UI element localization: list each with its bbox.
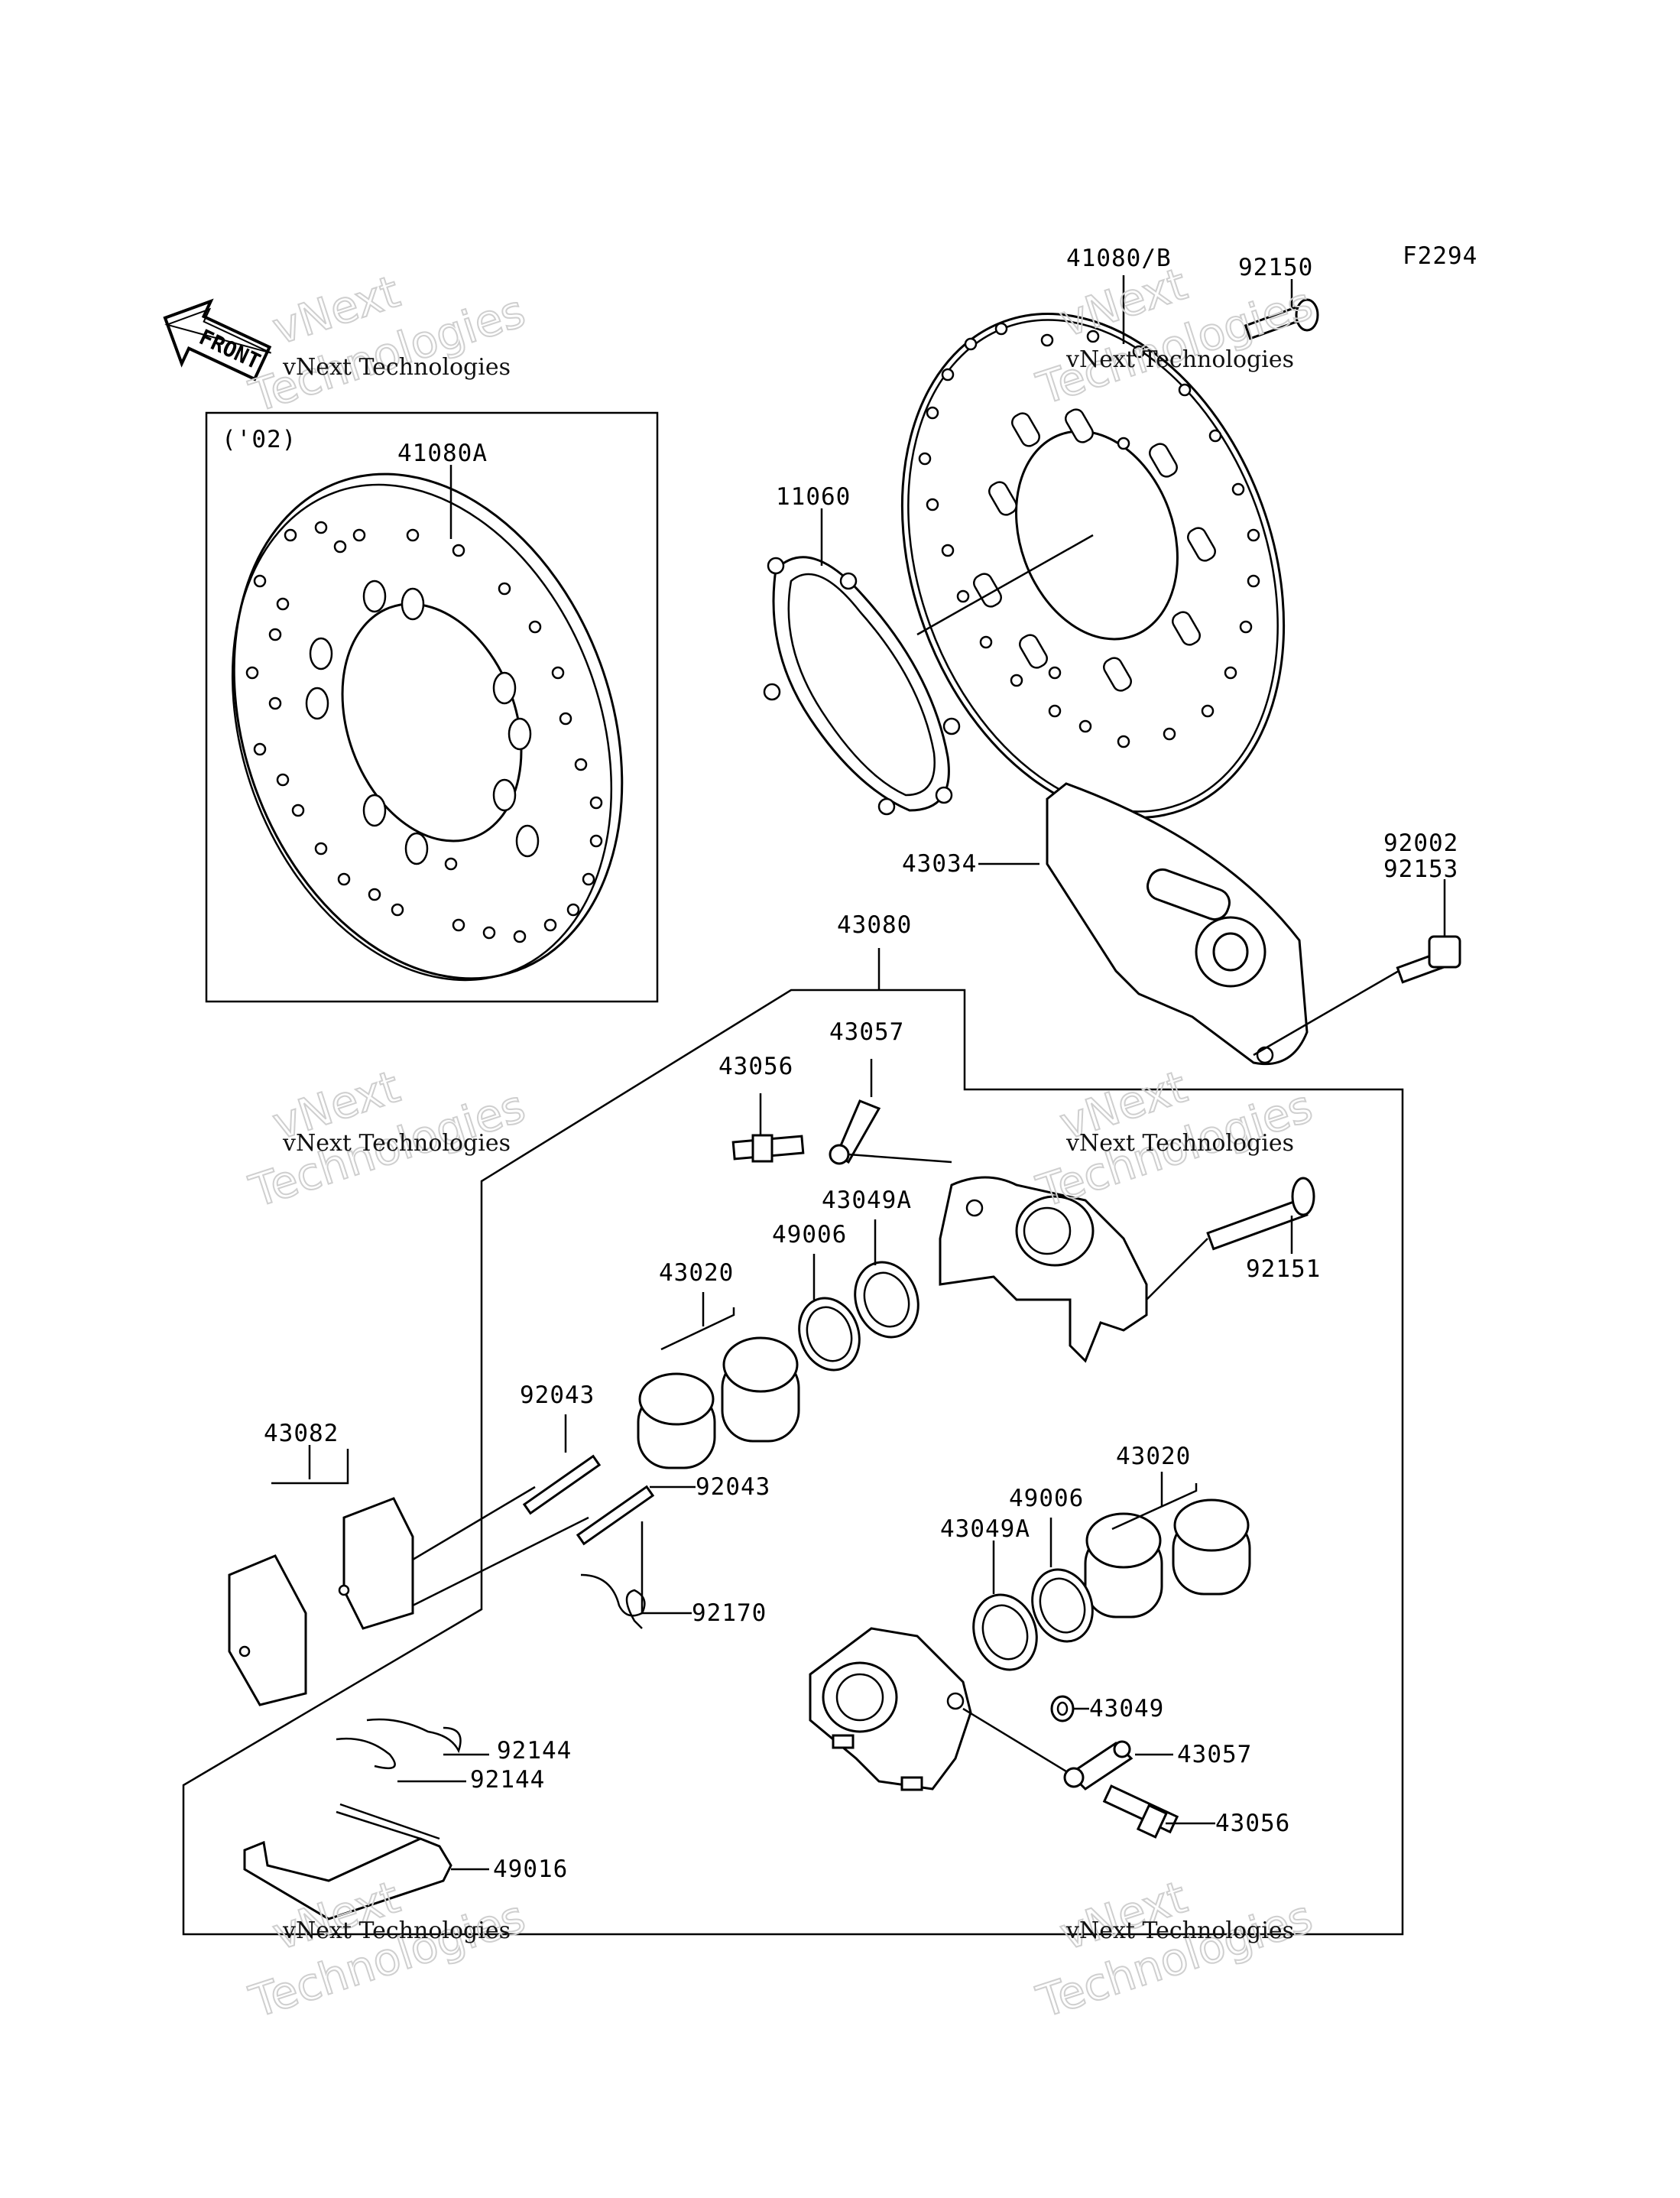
bolt-92002: [1396, 935, 1461, 984]
label-92043-a: 92043: [520, 1381, 595, 1409]
label-92144-b: 92144: [470, 1766, 545, 1794]
label-49006-lower: 49006: [1009, 1485, 1084, 1512]
piston-seal-43049a-upper: [854, 1261, 919, 1339]
label-43020-upper: 43020: [659, 1259, 734, 1287]
label-92002: 92002: [1383, 830, 1458, 857]
label-92150: 92150: [1238, 254, 1313, 281]
label-43056-upper: 43056: [718, 1053, 793, 1080]
label-41080a: 41080A: [397, 440, 488, 467]
label-43020-lower: 43020: [1116, 1443, 1191, 1470]
piston-43020-lower: [1084, 1498, 1251, 1618]
label-43056-lower: 43056: [1215, 1810, 1290, 1837]
pin-92043-b: [576, 1485, 655, 1546]
bleeder-cap-43057-upper: [829, 1099, 881, 1165]
spring-92144: [336, 1718, 462, 1770]
caliper-body-upper: [939, 1176, 1148, 1363]
label-43080: 43080: [837, 911, 912, 939]
label-92144-a: 92144: [497, 1737, 572, 1765]
piston-seal-43049a-lower: [972, 1593, 1038, 1671]
gasket-11060: [763, 556, 961, 816]
label-43034: 43034: [902, 850, 977, 878]
label-43049a-lower: 43049A: [940, 1515, 1030, 1543]
spring-92170: [580, 1573, 646, 1629]
label-92153: 92153: [1383, 855, 1458, 883]
label-43057-lower: 43057: [1177, 1741, 1252, 1768]
label-49016: 49016: [493, 1855, 568, 1883]
label-43082: 43082: [264, 1420, 339, 1447]
label-92043-b: 92043: [696, 1473, 770, 1501]
dust-seal-49006-lower: [1031, 1568, 1094, 1643]
bleeder-valve-43056-upper: [731, 1134, 805, 1163]
bleeder-cap-43057-lower: [1063, 1740, 1134, 1791]
caliper-body-lower: [809, 1627, 972, 1791]
label-43049a-upper: 43049A: [822, 1187, 912, 1214]
svg-text:vNext Technologies: vNext Technologies: [1065, 1917, 1294, 1944]
svg-text:vNext Technologies: vNext Technologies: [1065, 1130, 1294, 1157]
variant-box: [205, 411, 659, 1003]
assembly-outline-43080: [182, 948, 1404, 1936]
caliper-bracket-43034: [1046, 782, 1309, 1066]
figure-code: F2294: [1403, 242, 1477, 270]
svg-text:vNext Technologies: vNext Technologies: [282, 1130, 511, 1157]
brake-disc-41080b: [900, 313, 1286, 819]
washer-43049: [1050, 1695, 1075, 1722]
brake-pad-43082: [228, 1497, 414, 1706]
brake-disc-41080a: [231, 472, 624, 982]
bolt-92150: [1244, 298, 1319, 340]
bolt-92151: [1206, 1177, 1315, 1251]
label-11060: 11060: [776, 483, 851, 511]
label-43057-upper: 43057: [829, 1018, 904, 1046]
pin-92043-a: [522, 1454, 602, 1515]
pad-spring-49016: [243, 1803, 452, 1920]
dust-seal-49006-upper: [798, 1297, 861, 1372]
svg-text:vNext Technologies: vNext Technologies: [1065, 346, 1294, 373]
piston-43020-upper: [637, 1336, 800, 1469]
label-92151: 92151: [1246, 1255, 1321, 1283]
svg-text:vNext Technologies: vNext Technologies: [282, 1917, 511, 1944]
svg-text:vNext Technologies: vNext Technologies: [282, 354, 511, 381]
label-41080b: 41080/B: [1066, 245, 1172, 272]
label-43049: 43049: [1089, 1695, 1164, 1722]
label-92170: 92170: [692, 1599, 767, 1627]
variant-note: ('02): [222, 426, 297, 453]
label-49006-upper: 49006: [772, 1221, 847, 1248]
bleeder-valve-43056-lower: [1102, 1784, 1179, 1839]
